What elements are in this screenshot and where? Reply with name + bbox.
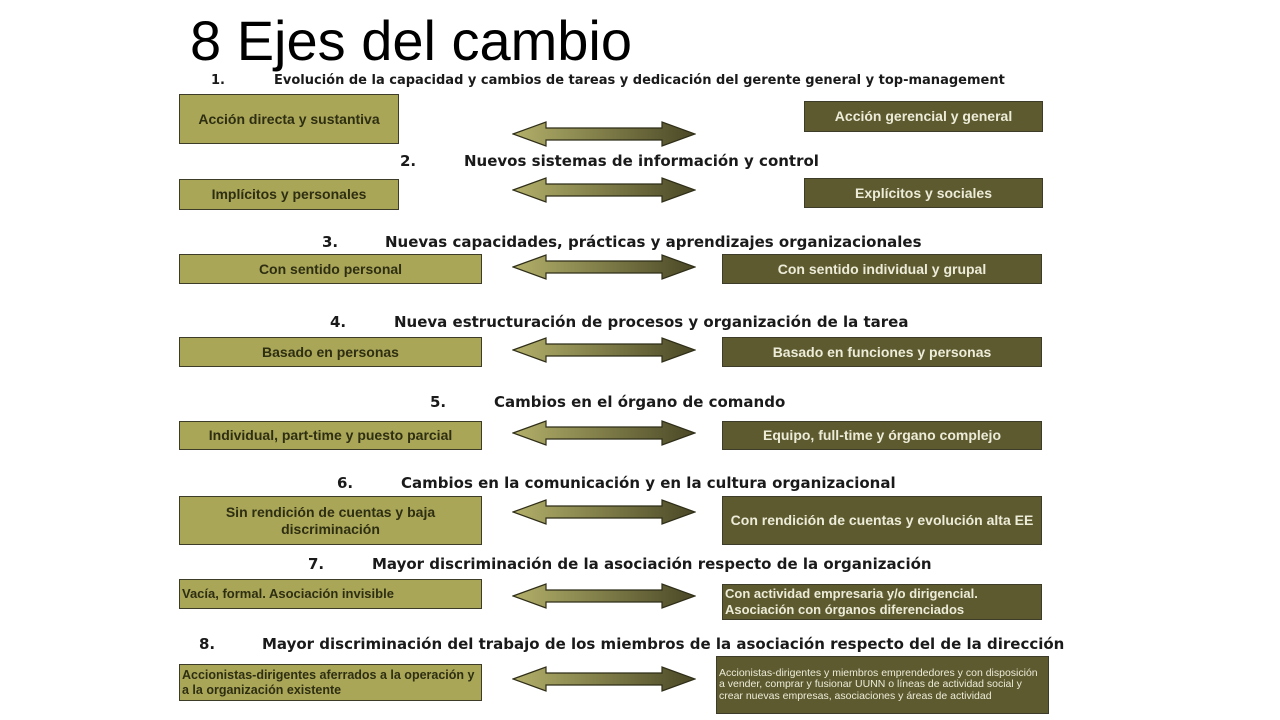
axis-8-title: Mayor discriminación del trabajo de los … [262, 635, 1065, 653]
axis-7-heading: 7. Mayor discriminación de la asociación… [308, 553, 932, 575]
axis-3-title: Nuevas capacidades, prácticas y aprendiz… [385, 233, 922, 251]
axis-2-double-arrow [512, 177, 696, 203]
axis-5-number: 5. [430, 393, 447, 411]
axis-3-left-box: Con sentido personal [179, 254, 482, 284]
axis-5-title: Cambios en el órgano de comando [494, 393, 786, 411]
axis-1-left-box: Acción directa y sustantiva [179, 94, 399, 144]
axis-2-right-box: Explícitos y sociales [804, 178, 1043, 208]
axis-8-right-box: Accionistas-dirigentes y miembros empren… [716, 656, 1049, 714]
axis-2-number: 2. [400, 152, 417, 170]
axis-2-heading: 2. Nuevos sistemas de información y cont… [400, 150, 819, 172]
axis-6-double-arrow [512, 499, 696, 525]
axis-1-right-box: Acción gerencial y general [804, 101, 1043, 132]
axis-3-heading: 3. Nuevas capacidades, prácticas y apren… [322, 231, 922, 253]
axis-8-left-box: Accionistas-dirigentes aferrados a la op… [179, 664, 482, 701]
axis-4-left-box: Basado en personas [179, 337, 482, 367]
axis-4-right-box: Basado en funciones y personas [722, 337, 1042, 367]
axis-1-title: Evolución de la capacidad y cambios de t… [274, 73, 1005, 88]
axis-4-heading: 4. Nueva estructuración de procesos y or… [330, 311, 908, 333]
axis-8-heading: 8. Mayor discriminación del trabajo de l… [199, 633, 1064, 655]
axis-1-heading: 1. Evolución de la capacidad y cambios d… [211, 70, 1005, 92]
axis-1-double-arrow [512, 121, 696, 147]
axis-5-double-arrow [512, 420, 696, 446]
axis-1-number: 1. [211, 73, 225, 88]
axis-2-title: Nuevos sistemas de información y control [464, 152, 819, 170]
axis-7-double-arrow [512, 583, 696, 609]
axis-3-right-box: Con sentido individual y grupal [722, 254, 1042, 284]
axis-7-title: Mayor discriminación de la asociación re… [372, 555, 932, 573]
axis-5-left-box: Individual, part-time y puesto parcial [179, 421, 482, 450]
axis-6-heading: 6. Cambios en la comunicación y en la cu… [337, 472, 896, 494]
axis-8-number: 8. [199, 635, 216, 653]
axis-7-right-box: Con actividad empresaria y/o dirigencial… [722, 584, 1042, 620]
axis-8-double-arrow [512, 666, 696, 692]
axis-4-number: 4. [330, 313, 347, 331]
axis-7-number: 7. [308, 555, 325, 573]
page-title: 8 Ejes del cambio [190, 9, 633, 72]
axis-5-heading: 5. Cambios en el órgano de comando [430, 391, 785, 413]
axis-2-left-box: Implícitos y personales [179, 179, 399, 210]
axis-4-title: Nueva estructuración de procesos y organ… [394, 313, 909, 331]
axis-5-right-box: Equipo, full-time y órgano complejo [722, 421, 1042, 450]
axis-3-number: 3. [322, 233, 339, 251]
axis-3-double-arrow [512, 254, 696, 280]
axis-4-double-arrow [512, 337, 696, 363]
axis-6-right-box: Con rendición de cuentas y evolución alt… [722, 496, 1042, 545]
axis-6-left-box: Sin rendición de cuentas y baja discrimi… [179, 496, 482, 545]
axis-6-title: Cambios en la comunicación y en la cultu… [401, 474, 896, 492]
axis-6-number: 6. [337, 474, 354, 492]
axis-7-left-box: Vacía, formal. Asociación invisible [179, 579, 482, 609]
